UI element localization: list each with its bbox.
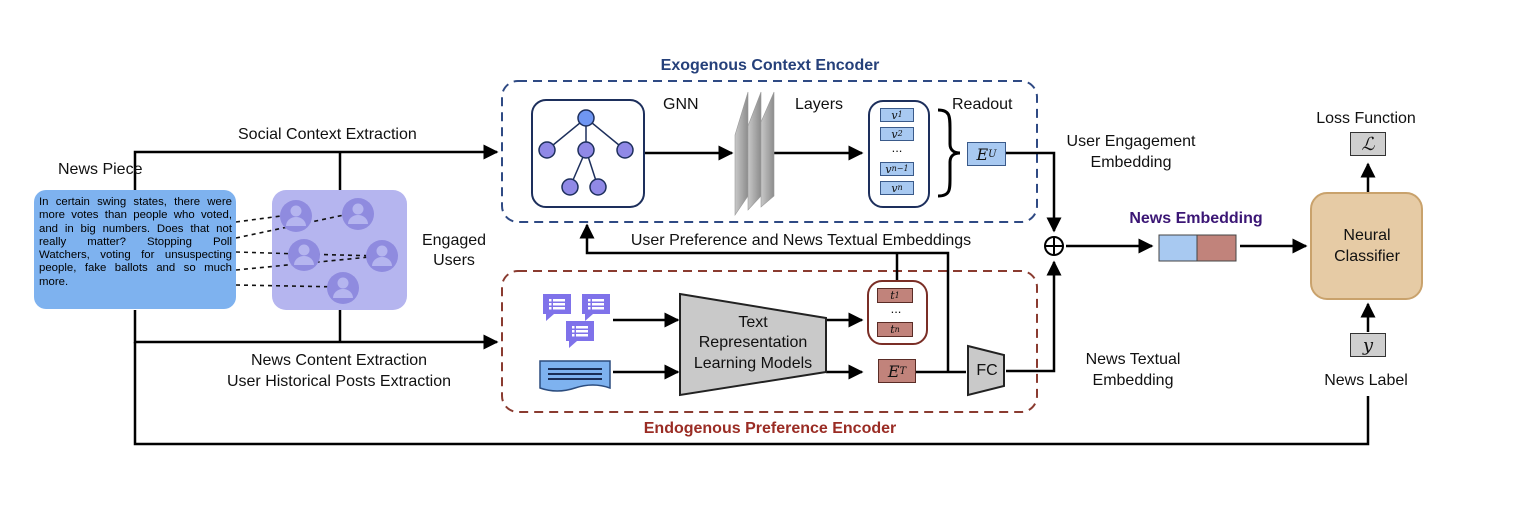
news-piece-text: In certain swing states, there were more… — [34, 190, 236, 309]
gnn-label: GNN — [663, 96, 699, 113]
vn1-symbol: v — [885, 162, 892, 176]
news-content-label: News Content Extraction — [250, 352, 428, 369]
tn-subscript: n — [894, 324, 900, 334]
user-engagement-label-line1: User Engagement — [1066, 133, 1196, 150]
engaged-users-label-line1: Engaged — [421, 232, 487, 249]
endogenous-encoder-title: Endogenous Preference Encoder — [643, 420, 897, 437]
node-embedding-ellipsis: ... — [891, 140, 903, 155]
post-icon — [543, 294, 571, 321]
readout-label: Readout — [952, 96, 1013, 113]
loss-symbol: ℒ — [1361, 133, 1375, 155]
eu-symbol: E — [976, 144, 989, 164]
label-symbol-box: y — [1350, 333, 1386, 357]
engaged-users-label-line2: Users — [433, 252, 475, 269]
social-context-label: Social Context Extraction — [238, 126, 417, 143]
post-icon — [566, 321, 594, 348]
user-icon — [280, 200, 312, 232]
eu-subscript: U — [988, 148, 997, 160]
user-icon — [342, 198, 374, 230]
et-subscript: T — [899, 365, 907, 377]
user-icon — [327, 272, 359, 304]
text-rep-label-line1: Text — [738, 314, 768, 331]
news-piece-label: News Piece — [58, 161, 143, 178]
text-rep-label-line2: Representation — [698, 334, 808, 351]
news-embedding-user-part — [1158, 234, 1198, 262]
v2-symbol: v — [891, 127, 898, 141]
news-label-label: News Label — [1324, 372, 1408, 389]
vn1-subscript: n−1 — [891, 164, 909, 173]
user-engagement-label-line2: Embedding — [1090, 154, 1172, 171]
t1-subscript: 1 — [894, 290, 900, 300]
post-icon — [582, 294, 610, 321]
fc-layer — [967, 344, 1005, 397]
neural-classifier-label-line1: Neural — [1343, 227, 1391, 244]
layers-label: Layers — [795, 96, 844, 113]
neural-classifier-label-line2: Classifier — [1334, 248, 1400, 265]
news-embedding-text-part — [1196, 234, 1237, 262]
t1-symbol: t — [890, 289, 895, 302]
user-pref-news-label: User Preference and News Textual Embeddi… — [630, 232, 972, 249]
news-textual-label-line2: Embedding — [1092, 372, 1174, 389]
loss-symbol-box: ℒ — [1350, 132, 1386, 156]
gnn-layers — [734, 91, 775, 216]
v1-subscript: 1 — [897, 110, 903, 119]
text-representation-model — [679, 292, 827, 397]
y-symbol: y — [1362, 334, 1374, 356]
v1-symbol: v — [891, 108, 898, 122]
token-embedding-ellipsis: ... — [890, 301, 902, 316]
text-rep-label-line3: Learning Models — [693, 355, 813, 372]
vn-subscript: n — [897, 183, 903, 192]
neural-classifier-box — [1310, 192, 1423, 300]
flow-lines — [133, 144, 1376, 446]
tn-symbol: t — [890, 323, 895, 336]
graph-icon — [538, 109, 634, 196]
news-embedding-title: News Embedding — [1129, 210, 1263, 227]
user-icon — [288, 239, 320, 271]
exogenous-encoder-title: Exogenous Context Encoder — [660, 57, 880, 74]
user-history-label: User Historical Posts Extraction — [226, 373, 452, 390]
et-symbol: E — [887, 361, 900, 381]
document-icon — [539, 360, 611, 392]
loss-function-label: Loss Function — [1316, 110, 1416, 127]
vn-symbol: v — [891, 181, 898, 195]
v2-subscript: 2 — [897, 129, 903, 138]
user-icon — [366, 240, 398, 272]
plus-circle-icon — [1044, 236, 1064, 256]
fc-label: FC — [976, 362, 998, 379]
news-textual-label-line1: News Textual — [1085, 351, 1181, 368]
readout-brace — [937, 108, 961, 198]
